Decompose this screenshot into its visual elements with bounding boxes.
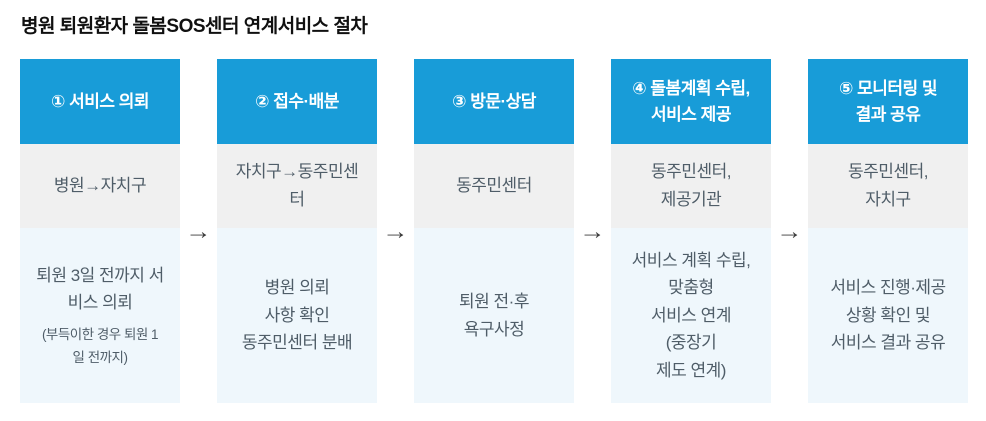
step-actor: 동주민센터 <box>414 144 574 228</box>
step-header: ③ 방문·상담 <box>414 59 574 144</box>
step-detail: 서비스 진행·제공 상황 확인 및 서비스 결과 공유 <box>808 228 968 403</box>
right-arrow-icon: → <box>579 217 606 244</box>
step-5-monitoring-result: ⑤ 모니터링 및 결과 공유 동주민센터, 자치구 서비스 진행·제공 상황 확… <box>808 59 968 403</box>
step-actor: 동주민센터, 자치구 <box>808 144 968 228</box>
flow-arrow-2: → <box>377 59 414 403</box>
process-flow: ① 서비스 의뢰 병원→자치구 퇴원 3일 전까지 서 비스 의뢰 (부득이한 … <box>20 59 968 403</box>
step-header: ① 서비스 의뢰 <box>20 59 180 144</box>
flow-arrow-3: → <box>574 59 611 403</box>
flow-arrow-1: → <box>180 59 217 403</box>
step-detail: 퇴원 3일 전까지 서 비스 의뢰 (부득이한 경우 퇴원 1 일 전까지) <box>20 228 180 403</box>
step-header: ④ 돌봄계획 수립, 서비스 제공 <box>611 59 771 144</box>
step-detail-note: (부득이한 경우 퇴원 1 일 전까지) <box>41 326 159 365</box>
right-arrow-icon: → <box>382 217 409 244</box>
step-header: ② 접수·배분 <box>217 59 377 144</box>
step-detail: 병원 의뢰 사항 확인 동주민센터 분배 <box>217 228 377 403</box>
flow-arrow-4: → <box>771 59 808 403</box>
step-detail: 서비스 계획 수립, 맞춤형 서비스 연계 (중장기 제도 연계) <box>611 228 771 403</box>
right-arrow-icon: → <box>776 217 803 244</box>
step-2-receipt-distribution: ② 접수·배분 자치구→동주민센 터 병원 의뢰 사항 확인 동주민센터 분배 <box>217 59 377 403</box>
page-title: 병원 퇴원환자 돌봄SOS센터 연계서비스 절차 <box>21 16 368 37</box>
step-detail-text: 병원 의뢰 사항 확인 동주민센터 분배 <box>241 278 353 353</box>
step-detail-text: 퇴원 전·후 욕구사정 <box>459 291 529 339</box>
step-actor: 병원→자치구 <box>20 144 180 228</box>
step-detail-text: 서비스 진행·제공 상황 확인 및 서비스 결과 공유 <box>830 278 946 353</box>
step-4-care-plan-service: ④ 돌봄계획 수립, 서비스 제공 동주민센터, 제공기관 서비스 계획 수립,… <box>611 59 771 403</box>
right-arrow-icon: → <box>185 217 212 244</box>
step-3-visit-consultation: ③ 방문·상담 동주민센터 퇴원 전·후 욕구사정 <box>414 59 574 403</box>
step-1-service-request: ① 서비스 의뢰 병원→자치구 퇴원 3일 전까지 서 비스 의뢰 (부득이한 … <box>20 59 180 403</box>
step-actor: 자치구→동주민센 터 <box>217 144 377 228</box>
step-header: ⑤ 모니터링 및 결과 공유 <box>808 59 968 144</box>
step-detail-text: 퇴원 3일 전까지 서 비스 의뢰 <box>36 265 164 313</box>
step-detail: 퇴원 전·후 욕구사정 <box>414 228 574 403</box>
step-detail-text: 서비스 계획 수립, 맞춤형 서비스 연계 (중장기 제도 연계) <box>631 250 751 380</box>
step-actor: 동주민센터, 제공기관 <box>611 144 771 228</box>
